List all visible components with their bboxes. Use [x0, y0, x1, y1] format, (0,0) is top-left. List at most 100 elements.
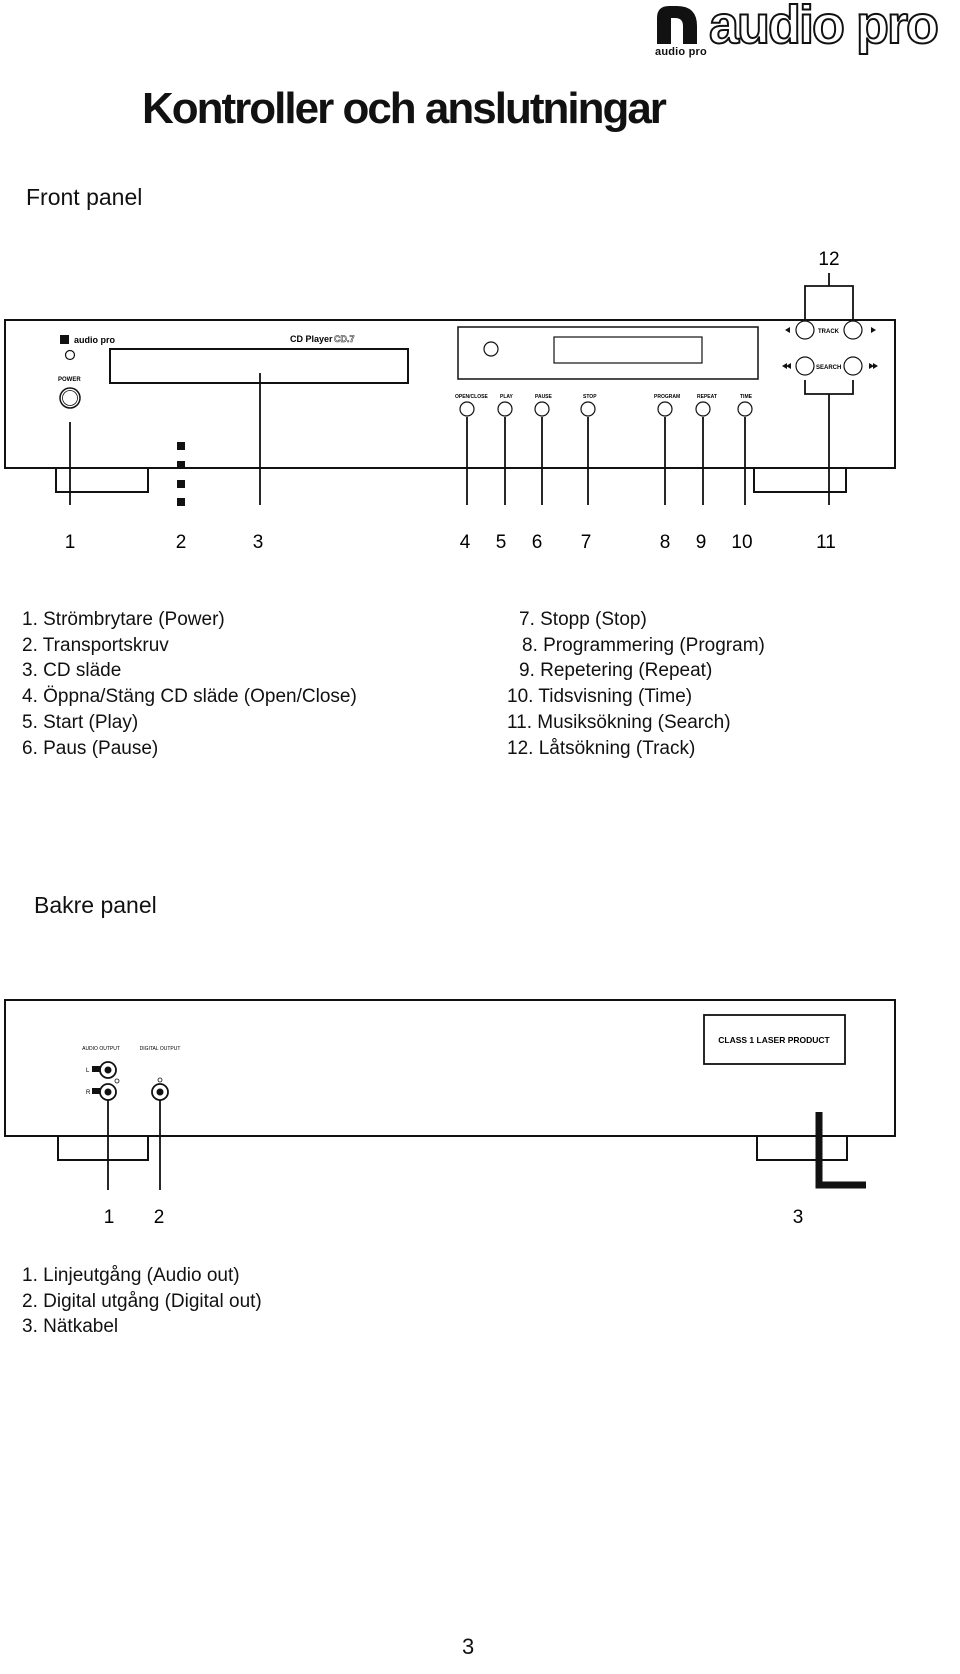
rear-chassis [4, 999, 896, 1137]
laser-product-label-box [703, 1014, 846, 1065]
rear-callout-2: 2 [154, 1207, 165, 1228]
search-rewind-icon [782, 363, 787, 369]
page-number: 3 [462, 1634, 475, 1659]
track-search-cluster: TRACK SEARCH [782, 320, 878, 376]
pause-button[interactable] [534, 401, 550, 417]
power-button-inner [62, 390, 78, 406]
audio-ground-icon [114, 1078, 120, 1084]
legend-item: 2. Digital utgång (Digital out) [22, 1290, 262, 1312]
program-label: PROGRAM [654, 394, 680, 400]
callout-11: 11 [816, 532, 836, 553]
display-window [457, 326, 759, 380]
legend-item: 4. Öppna/Stäng CD släde (Open/Close) [22, 686, 357, 708]
track-prev-button[interactable] [795, 320, 815, 340]
legend-item: 3. CD släde [22, 660, 122, 682]
device-logo-text: audio pro [74, 335, 115, 345]
callout-10: 10 [731, 532, 752, 553]
transport-screw-marker [177, 461, 185, 469]
track-next-button[interactable] [843, 320, 863, 340]
open-close-button[interactable] [459, 401, 475, 417]
power-cable [815, 1112, 866, 1189]
page-title: Kontroller och anslutningar [142, 84, 667, 133]
search-label: SEARCH [816, 365, 841, 371]
digital-out-pin [156, 1088, 164, 1096]
search-forward-button[interactable] [843, 356, 863, 376]
front-chassis [4, 319, 896, 469]
transport-screw-marker [177, 442, 185, 450]
track-next-arrow-icon [871, 327, 876, 333]
callout-6: 6 [532, 532, 543, 553]
power-label: POWER [58, 377, 81, 383]
front-panel-diagram: audio pro CD Player CD.7 POWER OPEN/CLOS… [0, 240, 960, 560]
legend-item: 12. Låtsökning (Track) [507, 737, 696, 759]
rear-callout-3: 3 [793, 1207, 804, 1228]
callout-12-bracket [804, 285, 854, 320]
digital-ground-icon [157, 1077, 163, 1083]
legend-item: 11. Musiksökning (Search) [507, 711, 731, 733]
legend-item: 1. Linjeutgång (Audio out) [22, 1265, 240, 1286]
callout-9: 9 [696, 532, 707, 553]
audio-out-right-pin [104, 1088, 112, 1096]
left-jack-marker [92, 1066, 100, 1072]
front-panel-heading: Front panel [26, 184, 143, 210]
device-logo-icon [60, 335, 69, 344]
front-foot-right [753, 467, 847, 493]
legend-item: 2. Transportskruv [22, 634, 169, 656]
track-prev-arrow-icon [785, 327, 790, 333]
brand-small-text: audio pro [655, 46, 707, 58]
display-screen [553, 336, 703, 364]
cd-tray [109, 348, 409, 384]
callout-1: 1 [65, 532, 76, 553]
callout-3: 3 [253, 532, 264, 553]
front-foot-left [55, 467, 149, 493]
repeat-button[interactable] [695, 401, 711, 417]
left-channel-label: L [86, 1068, 90, 1074]
rear-callout-1: 1 [104, 1207, 115, 1228]
transport-screw-marker [177, 480, 185, 488]
callout-8: 8 [660, 532, 671, 553]
legend-item: 7. Stopp (Stop) [519, 609, 647, 630]
device-model-suffix: CD.7 [334, 334, 355, 344]
pause-label: PAUSE [535, 394, 553, 400]
legend-item: 5. Start (Play) [22, 711, 139, 733]
ir-sensor [483, 341, 499, 357]
legend-item: 3. Nätkabel [22, 1316, 119, 1338]
brand-big-text: audio pro [708, 0, 940, 56]
front-legend-right: 7. Stopp (Stop) 8. Programmering (Progra… [507, 607, 765, 761]
right-channel-label: R [86, 1090, 91, 1096]
rear-foot-right [756, 1135, 848, 1161]
legend-item: 6. Paus (Pause) [22, 737, 159, 759]
audio-out-left-jack[interactable] [99, 1061, 117, 1079]
standby-led [64, 349, 76, 361]
laser-product-label: CLASS 1 LASER PRODUCT [718, 1035, 830, 1045]
front-legend-left: 1. Strömbrytare (Power) 2. Transportskru… [22, 607, 357, 761]
callout-5: 5 [496, 532, 507, 553]
stop-button[interactable] [580, 401, 596, 417]
search-forward-icon-2 [873, 363, 878, 369]
power-button[interactable] [59, 387, 81, 409]
callout-12: 12 [818, 249, 839, 270]
callout-7: 7 [581, 532, 592, 553]
search-forward-icon [869, 363, 874, 369]
rear-panel-diagram: AUDIO OUTPUT L R DIGITAL OUTPUT CLASS 1 … [0, 990, 960, 1240]
play-button[interactable] [497, 401, 513, 417]
audio-output-label: AUDIO OUTPUT [82, 1046, 120, 1052]
rear-panel-heading: Bakre panel [34, 892, 157, 918]
play-label: PLAY [500, 394, 514, 400]
time-label: TIME [740, 394, 753, 400]
program-button[interactable] [657, 401, 673, 417]
callout-4: 4 [460, 532, 471, 553]
digital-output-label: DIGITAL OUTPUT [140, 1046, 181, 1052]
open-close-label: OPEN/CLOSE [455, 394, 488, 400]
brand-logo: audio pro audio pro [655, 0, 955, 60]
stop-label: STOP [583, 394, 597, 400]
callout-2: 2 [176, 532, 187, 553]
audio-out-left-pin [104, 1066, 112, 1074]
callout-11-bracket [804, 380, 854, 395]
brand-mark-icon [657, 6, 697, 44]
legend-item: 8. Programmering (Program) [522, 634, 765, 656]
time-button[interactable] [737, 401, 753, 417]
transport-screw-marker [177, 498, 185, 506]
search-back-button[interactable] [795, 356, 815, 376]
right-jack-marker [92, 1088, 100, 1094]
